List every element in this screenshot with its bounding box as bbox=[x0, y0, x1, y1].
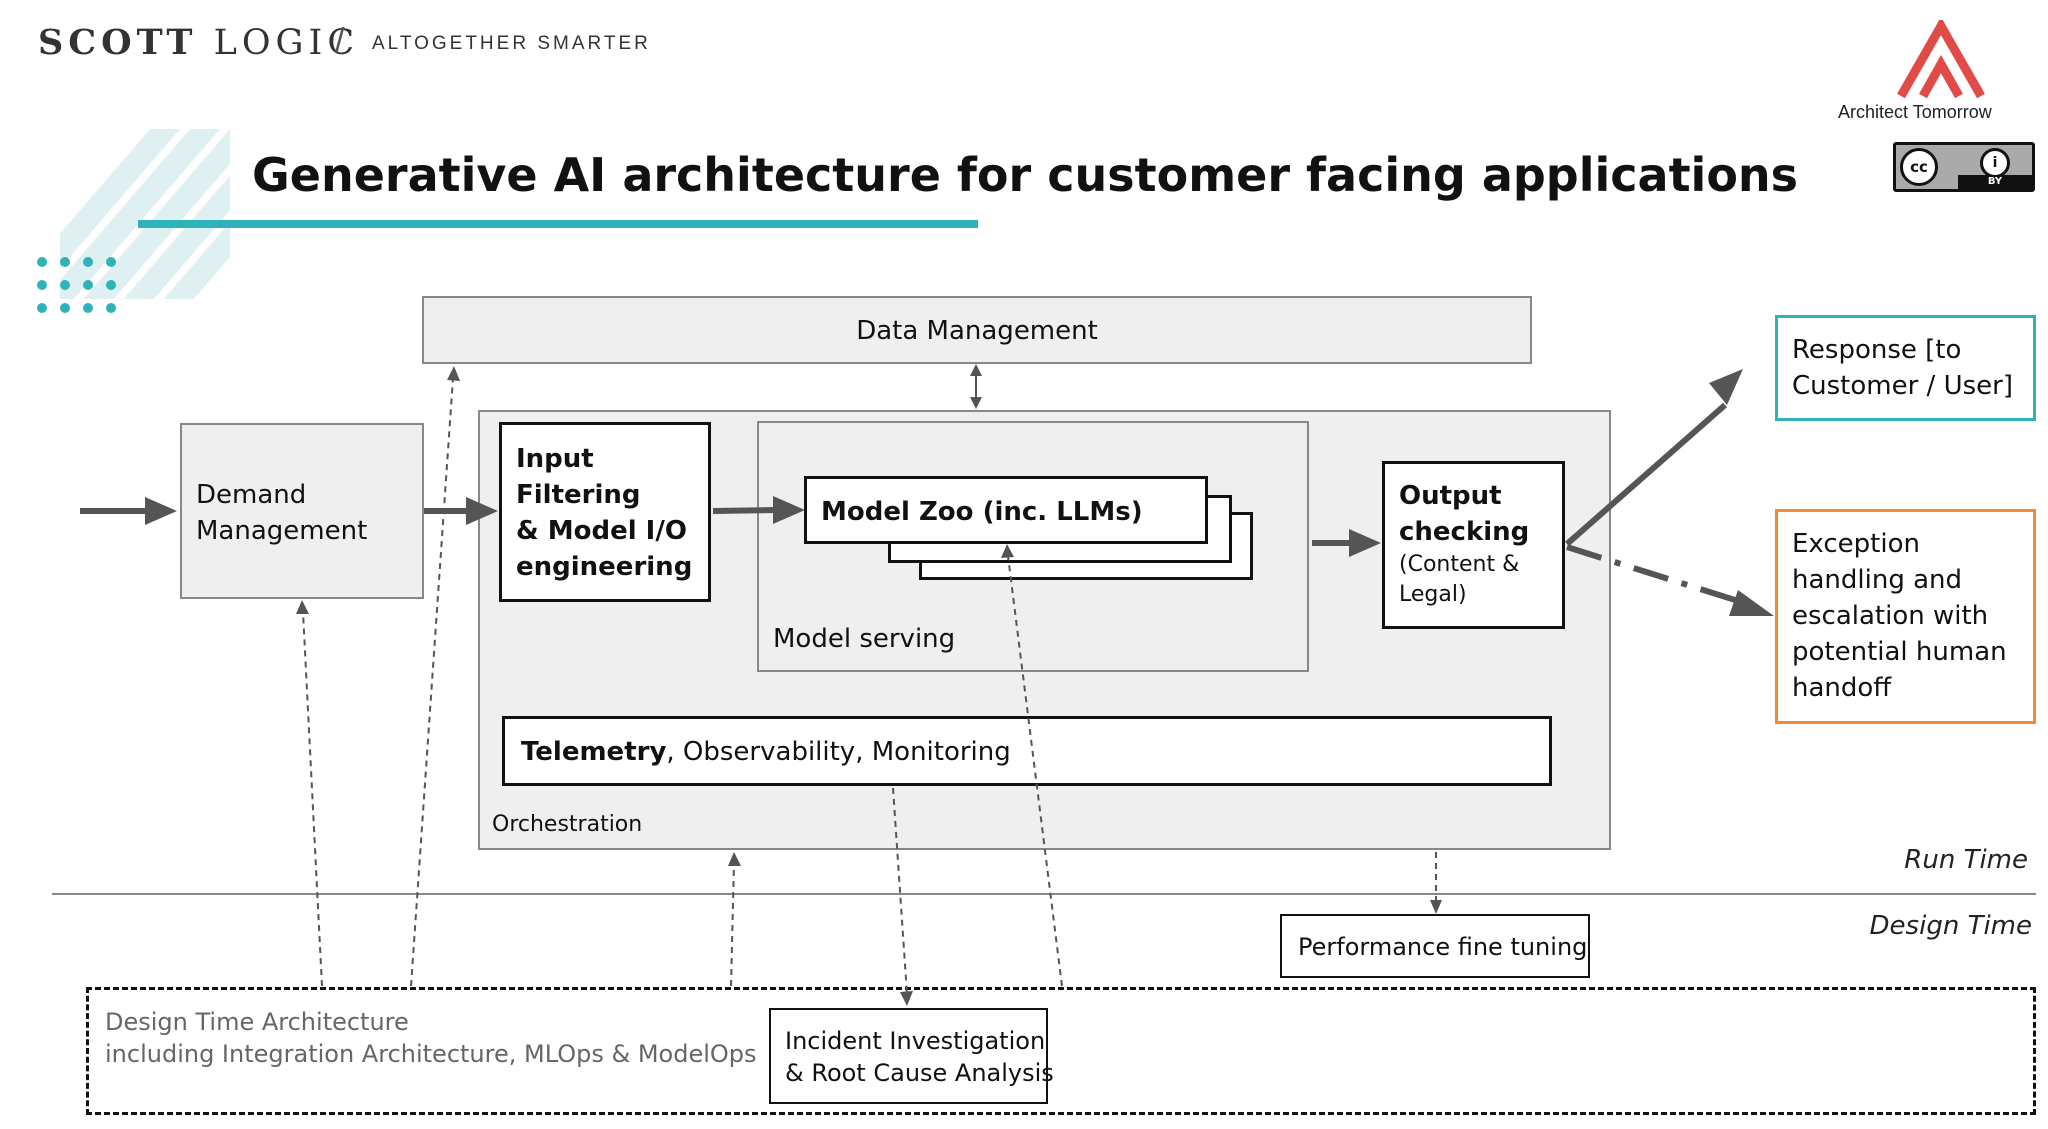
orchestration-dashed-arrowhead bbox=[728, 852, 741, 866]
telemetry-label: Telemetry, Observability, Monitoring bbox=[521, 734, 1011, 770]
brand-separator: / bbox=[335, 22, 345, 60]
model-zoo-dashed-arrowhead bbox=[1001, 544, 1014, 558]
incident-investigation-box: Incident Investigation & Root Cause Anal… bbox=[769, 1008, 1054, 1104]
telemetry-bold: Telemetry bbox=[521, 737, 667, 767]
exception-line-4: potential human bbox=[1792, 637, 2007, 667]
output-checking-detail-2: Legal) bbox=[1399, 582, 1467, 607]
orchestration-label: Orchestration bbox=[492, 812, 643, 837]
design-time-arch-line-1: Design Time Architecture bbox=[105, 1008, 409, 1036]
design-time-architecture-box: Design Time Architecture including Integ… bbox=[86, 987, 2036, 1115]
incident-dashed-arrowhead bbox=[900, 991, 913, 1006]
input-filtering-box: Input Filtering & Model I/O engineering bbox=[499, 422, 711, 602]
input-filtering-line-1: Input bbox=[516, 444, 594, 474]
performance-tuning-box: Performance fine tuning bbox=[1280, 914, 1590, 978]
exception-arrowhead bbox=[1729, 590, 1774, 616]
cc-by-license-badge: cc i BY bbox=[1893, 142, 2035, 192]
output-to-exception-arrow bbox=[1566, 544, 1736, 603]
output-checking-detail-1: (Content & bbox=[1399, 552, 1520, 577]
design-to-demand-arrow bbox=[302, 611, 323, 987]
decorative-dots bbox=[37, 257, 116, 313]
data-management-arrowhead-down bbox=[970, 397, 982, 409]
response-arrowhead bbox=[1709, 369, 1743, 405]
entry-arrowhead bbox=[145, 497, 177, 525]
brand-left: SCOTT bbox=[38, 22, 198, 63]
input-to-model-zoo-arrow bbox=[712, 507, 776, 514]
telemetry-to-incident-arrow bbox=[892, 787, 908, 995]
output-to-response-arrow bbox=[1565, 402, 1727, 547]
incident-line-2: & Root Cause Analysis bbox=[785, 1059, 1054, 1087]
partner-label: Architect Tomorrow bbox=[1838, 102, 1992, 122]
architect-tomorrow-logo bbox=[1897, 20, 1985, 99]
page-title: Generative AI architecture for customer … bbox=[252, 148, 1799, 202]
design-to-model-zoo-arrow bbox=[1007, 555, 1063, 987]
output-checking-label: Output checking (Content & Legal) bbox=[1399, 478, 1529, 610]
title-underline bbox=[138, 220, 978, 228]
decorative-stripes bbox=[60, 129, 230, 299]
brand-right: LOGIC bbox=[213, 23, 360, 63]
incident-investigation-label: Incident Investigation & Root Cause Anal… bbox=[785, 1025, 1054, 1089]
response-box: Response [to Customer / User] bbox=[1775, 315, 2036, 421]
license-by-label: BY bbox=[1958, 175, 2032, 189]
data-management-label: Data Management bbox=[856, 316, 1098, 346]
runtime-designtime-divider bbox=[52, 893, 2036, 895]
model-serving-label: Model serving bbox=[773, 624, 956, 654]
exception-line-3: escalation with bbox=[1792, 601, 1989, 631]
demand-dashed-arrowhead bbox=[296, 600, 309, 614]
model-zoo-label: Model Zoo (inc. LLMs) bbox=[821, 497, 1143, 527]
demand-input-arrowhead bbox=[466, 497, 498, 525]
response-label: Response [to Customer / User] bbox=[1792, 332, 2013, 404]
tuning-dashed-arrowhead bbox=[1430, 900, 1442, 914]
input-filtering-line-3: & Model I/O bbox=[516, 516, 687, 546]
scott-logic-logo: SCOTT LOGIC bbox=[38, 22, 359, 63]
cc-icon: cc bbox=[1900, 148, 1938, 186]
telemetry-box: Telemetry, Observability, Monitoring bbox=[502, 716, 1552, 786]
input-filtering-line-2: Filtering bbox=[516, 480, 641, 510]
exception-line-5: handoff bbox=[1792, 673, 1892, 703]
design-time-arch-line-2: including Integration Architecture, MLOp… bbox=[105, 1040, 757, 1068]
response-line-2: Customer / User] bbox=[1792, 371, 2013, 401]
attribution-icon: i bbox=[1980, 148, 2010, 178]
exception-handling-label: Exception handling and escalation with p… bbox=[1792, 526, 2007, 706]
data-management-box: Data Management bbox=[422, 296, 1532, 364]
demand-management-box: Demand Management bbox=[180, 423, 424, 599]
brand-tagline: ALTOGETHER SMARTER bbox=[372, 33, 651, 54]
serving-output-arrowhead bbox=[1349, 529, 1381, 557]
incident-line-1: Incident Investigation bbox=[785, 1027, 1046, 1055]
exception-handling-box: Exception handling and escalation with p… bbox=[1775, 509, 2036, 724]
demand-management-label: Demand Management bbox=[196, 480, 368, 546]
performance-tuning-label: Performance fine tuning bbox=[1298, 933, 1588, 961]
data-management-dashed-arrowhead bbox=[447, 366, 460, 381]
design-to-orchestration-arrow bbox=[730, 861, 735, 987]
output-checking-title-2: checking bbox=[1399, 517, 1530, 547]
input-model-arrowhead bbox=[773, 496, 805, 524]
input-filtering-line-4: engineering bbox=[516, 552, 693, 582]
design-to-data-management-arrow bbox=[410, 377, 454, 987]
output-checking-box: Output checking (Content & Legal) bbox=[1382, 461, 1565, 629]
output-checking-title-1: Output bbox=[1399, 481, 1502, 511]
response-line-1: Response [to bbox=[1792, 335, 1962, 365]
design-time-label: Design Time bbox=[1869, 911, 2032, 941]
exception-line-1: Exception bbox=[1792, 529, 1920, 559]
run-time-label: Run Time bbox=[1904, 845, 2028, 875]
input-filtering-label: Input Filtering & Model I/O engineering bbox=[516, 441, 692, 585]
design-time-architecture-label: Design Time Architecture including Integ… bbox=[105, 1006, 757, 1070]
data-management-arrowhead-up bbox=[970, 364, 982, 376]
model-zoo-box: Model Zoo (inc. LLMs) bbox=[804, 476, 1208, 544]
telemetry-rest: , Observability, Monitoring bbox=[666, 737, 1011, 767]
exception-line-2: handling and bbox=[1792, 565, 1963, 595]
